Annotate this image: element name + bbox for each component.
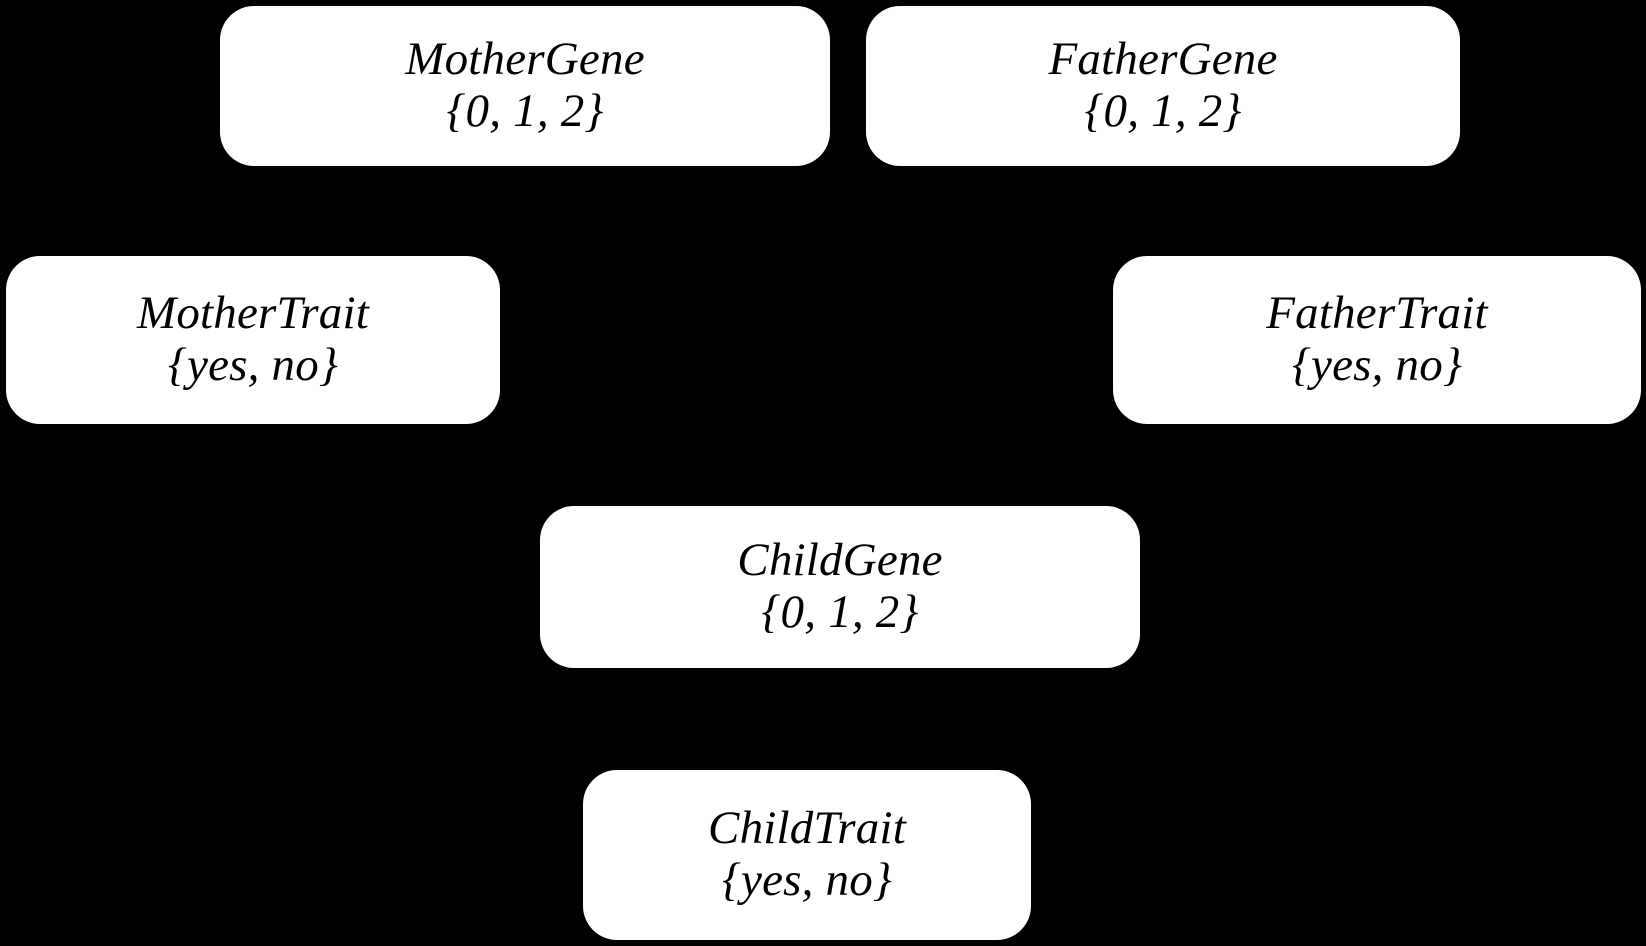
node-mother-gene-domain: {0, 1, 2} xyxy=(446,85,604,137)
node-mother-trait[interactable]: MotherTrait {yes, no} xyxy=(6,256,500,424)
node-child-gene[interactable]: ChildGene {0, 1, 2} xyxy=(540,506,1140,668)
node-child-trait[interactable]: ChildTrait {yes, no} xyxy=(583,770,1031,940)
node-child-trait-title: ChildTrait xyxy=(708,802,906,855)
node-father-trait-domain: {yes, no} xyxy=(1292,339,1462,391)
node-child-gene-domain: {0, 1, 2} xyxy=(761,586,919,638)
node-child-trait-domain: {yes, no} xyxy=(722,854,892,906)
node-father-trait-title: FatherTrait xyxy=(1266,287,1488,340)
node-father-trait[interactable]: FatherTrait {yes, no} xyxy=(1113,256,1641,424)
node-mother-gene[interactable]: MotherGene {0, 1, 2} xyxy=(220,6,830,166)
node-mother-trait-title: MotherTrait xyxy=(136,287,369,340)
node-mother-trait-domain: {yes, no} xyxy=(168,339,338,391)
node-father-gene[interactable]: FatherGene {0, 1, 2} xyxy=(866,6,1460,166)
node-father-gene-title: FatherGene xyxy=(1048,33,1278,86)
node-father-gene-domain: {0, 1, 2} xyxy=(1084,85,1242,137)
node-mother-gene-title: MotherGene xyxy=(405,33,645,86)
node-child-gene-title: ChildGene xyxy=(737,534,943,587)
